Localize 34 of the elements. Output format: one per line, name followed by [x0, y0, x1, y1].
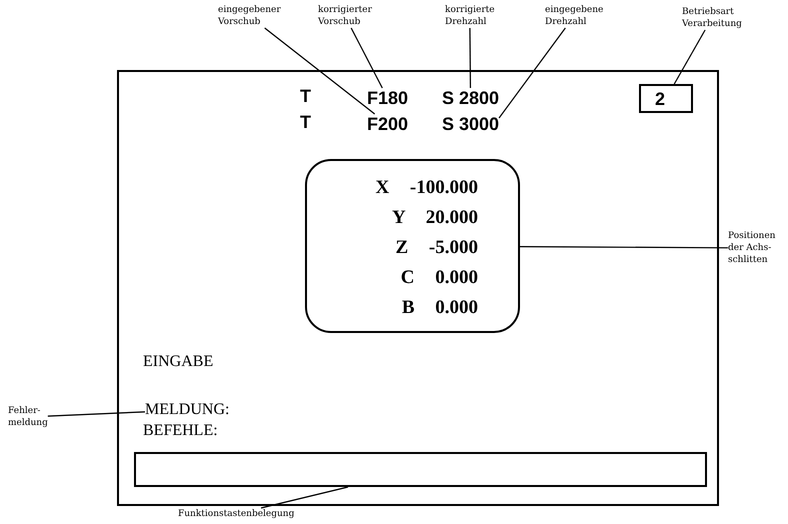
speed-value: S 3000 — [442, 114, 500, 134]
tool-label: T — [300, 86, 311, 106]
leader-line — [469, 28, 472, 88]
command-prompt: BEFEHLE: — [143, 422, 218, 440]
annotation-label: Positionen der Achs- schlitten — [728, 230, 788, 266]
speed-value: S 2800 — [442, 88, 500, 108]
annotation-label: Betriebsart Verarbeitung — [682, 6, 742, 30]
message-prompt: MELDUNG: — [145, 401, 230, 419]
annotation-label: korrigierte Drehzahl — [445, 4, 495, 28]
leader-line — [674, 30, 706, 84]
tool-label: T — [300, 112, 311, 132]
axis-readout: Z -5.000 — [394, 236, 478, 260]
leader-line — [264, 28, 376, 114]
annotation-label: Funktionstastenbelegung — [178, 508, 294, 520]
leader-line — [260, 486, 348, 509]
leader-line — [350, 28, 383, 88]
annotation-label: Fehler- meldung — [8, 405, 48, 429]
input-prompt: EINGABE — [143, 353, 214, 371]
axis-position-panel — [305, 159, 520, 333]
axis-readout: C 0.000 — [400, 266, 478, 290]
annotation-label: korrigierter Vorschub — [318, 4, 372, 28]
feed-value: F180 — [367, 88, 408, 108]
mode-indicator-box: 2 — [639, 84, 693, 113]
function-key-bar — [134, 452, 707, 487]
leader-line — [48, 411, 146, 417]
axis-readout: B 0.000 — [400, 296, 478, 320]
axis-readout: Y 20.000 — [390, 206, 478, 230]
screen-frame — [117, 70, 719, 506]
leader-line — [520, 246, 728, 248]
annotation-label: eingegebener Vorschub — [218, 4, 281, 28]
leader-line — [498, 28, 566, 118]
feed-value: F200 — [367, 114, 408, 134]
axis-readout: X -100.000 — [374, 176, 478, 200]
annotation-label: eingegebene Drehzahl — [545, 4, 604, 28]
